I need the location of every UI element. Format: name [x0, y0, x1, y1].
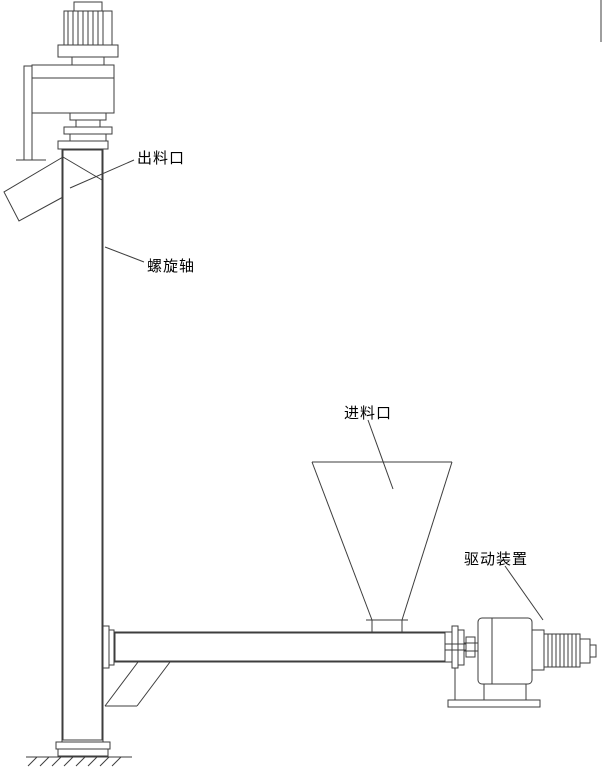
discharge-chute	[3, 156, 103, 222]
transfer-duct	[104, 661, 171, 707]
ground-hatch	[26, 756, 132, 767]
feed-hopper	[311, 461, 453, 632]
label-spiral-shaft: 螺旋轴	[147, 258, 196, 275]
top-drive-motor	[16, 1, 119, 161]
label-feed-inlet: 进料口	[344, 405, 393, 422]
drive-unit	[447, 617, 597, 708]
horizontal-conveyor-tube	[102, 625, 466, 669]
label-drive-device: 驱动装置	[464, 551, 529, 568]
vertical-conveyor-tube	[55, 149, 111, 757]
leader-lines	[69, 159, 544, 621]
label-discharge-outlet: 出料口	[137, 150, 186, 167]
